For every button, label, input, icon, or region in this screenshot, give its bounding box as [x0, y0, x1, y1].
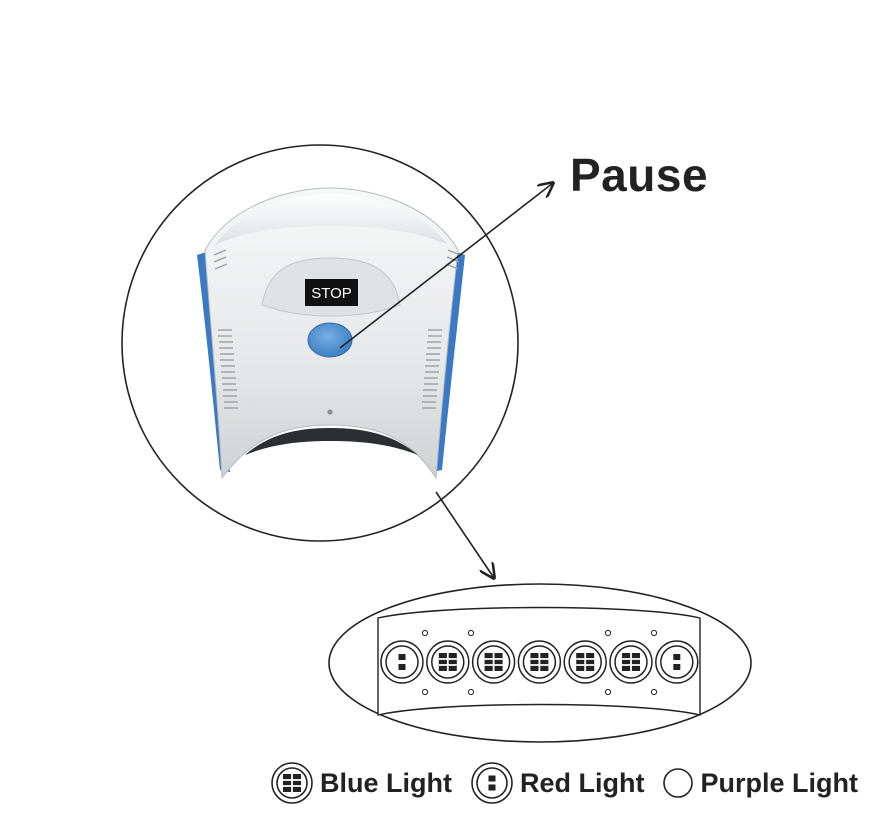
panel-dot	[650, 629, 658, 637]
pause-callout-arrow	[339, 183, 553, 349]
legend: Blue Light Red Light Purple Light	[270, 760, 858, 806]
pause-button[interactable]	[307, 322, 353, 358]
panel-dot	[421, 629, 429, 637]
panel-dot	[421, 688, 429, 696]
panel-callout-arrow	[435, 491, 494, 578]
panel-dot	[467, 688, 475, 696]
purple-light-icon	[663, 768, 694, 798]
red-light-icon	[471, 762, 513, 804]
led-panel	[328, 583, 752, 743]
blue-light-icon	[271, 762, 313, 804]
pause-label: Pause	[570, 149, 709, 201]
legend-label-blue-light: Blue Light	[320, 767, 452, 798]
legend-label-red-light: Red Light	[519, 767, 645, 798]
panel-dot	[604, 688, 612, 696]
panel-dot	[650, 688, 658, 696]
led-lamp-blue-light	[471, 640, 516, 684]
stop-label-box	[305, 279, 358, 306]
led-lamp-red-light	[380, 640, 424, 684]
led-lamp-blue-light	[517, 640, 562, 684]
led-lamp-red-light	[655, 640, 699, 684]
led-lamp-blue-light	[426, 640, 470, 684]
panel-dot	[467, 629, 475, 637]
led-lamp-blue-light	[609, 640, 653, 684]
legend-item-blue-light: Blue Light	[270, 761, 452, 805]
legend-item-purple-light: Purple Light	[662, 767, 858, 799]
led-lamp-blue-light	[563, 640, 607, 684]
legend-label-purple-light: Purple Light	[700, 767, 858, 798]
legend-item-red-light: Red Light	[470, 761, 644, 805]
stop-label: STOP	[311, 285, 352, 302]
panel-dot	[604, 629, 612, 637]
